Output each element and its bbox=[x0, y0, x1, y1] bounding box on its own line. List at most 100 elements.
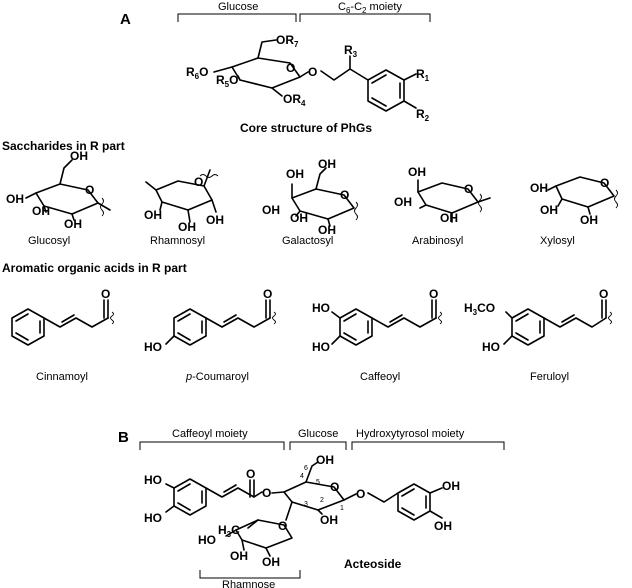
cinnamoyl-label: Cinnamoyl bbox=[36, 371, 88, 383]
svg-text:O: O bbox=[246, 467, 255, 481]
glucose-bracket-b: Glucose bbox=[289, 428, 347, 450]
galactosyl-label: Galactosyl bbox=[282, 235, 333, 247]
acteoside-structure: HO HO O O O OH OH 4 5 6 3 2 1 O OH OH bbox=[144, 453, 460, 569]
r6o-label: R6O bbox=[186, 65, 208, 81]
svg-text:O: O bbox=[262, 486, 271, 500]
glucose-bracket-label: Glucose bbox=[218, 1, 258, 13]
svg-text:OH: OH bbox=[434, 519, 452, 533]
svg-text:O: O bbox=[340, 188, 349, 202]
panel-a-letter: A bbox=[120, 11, 131, 28]
svg-text:O: O bbox=[101, 287, 110, 301]
svg-text:OH: OH bbox=[6, 192, 24, 206]
caffeoyl-moiety-bracket: Caffeoyl moiety bbox=[139, 428, 285, 450]
xylosyl-structure: OH OH OH O bbox=[530, 176, 618, 227]
svg-text:5: 5 bbox=[316, 479, 320, 486]
svg-text:OH: OH bbox=[316, 453, 334, 467]
svg-text:HO: HO bbox=[198, 533, 216, 547]
svg-text:Caffeoyl moiety: Caffeoyl moiety bbox=[172, 428, 248, 440]
r2-label: R2 bbox=[416, 107, 430, 123]
svg-text:HO: HO bbox=[312, 301, 330, 315]
svg-text:OH: OH bbox=[262, 555, 280, 569]
svg-text:OH: OH bbox=[144, 208, 162, 222]
acids-heading: Aromatic organic acids in R part bbox=[2, 261, 187, 275]
svg-text:OH: OH bbox=[178, 220, 196, 234]
svg-text:OH: OH bbox=[64, 217, 82, 231]
svg-text:O: O bbox=[599, 287, 608, 301]
acteoside-label: Acteoside bbox=[344, 557, 402, 571]
panel-b-letter: B bbox=[118, 429, 129, 446]
svg-text:O: O bbox=[278, 519, 287, 533]
glucosyl-structure: OH OH OH OH O bbox=[6, 149, 111, 231]
core-structure: OR7 R6O R5O OR4 O O R3 R1 R2 bbox=[186, 33, 430, 123]
rhamnosyl-structure: O OH OH OH bbox=[144, 169, 224, 234]
svg-text:OH: OH bbox=[408, 165, 426, 179]
feruloyl-structure: H3CO HO O bbox=[464, 287, 612, 354]
svg-text:OH: OH bbox=[206, 213, 224, 227]
svg-text:4: 4 bbox=[300, 473, 304, 480]
svg-text:O: O bbox=[600, 176, 609, 190]
saccharides-heading: Saccharides in R part bbox=[2, 139, 125, 153]
svg-text:3: 3 bbox=[304, 501, 308, 508]
ring-o-label: O bbox=[286, 61, 295, 75]
svg-text:HO: HO bbox=[482, 340, 500, 354]
svg-text:O: O bbox=[263, 287, 272, 301]
svg-text:H3C: H3C bbox=[218, 523, 240, 539]
r3-label: R3 bbox=[344, 43, 358, 59]
r5o-label: R5O bbox=[216, 73, 238, 89]
svg-text:O: O bbox=[429, 287, 438, 301]
svg-text:OH: OH bbox=[530, 181, 548, 195]
svg-text:1: 1 bbox=[340, 505, 344, 512]
rhamnose-bracket: Rhamnose bbox=[199, 570, 301, 588]
xylosyl-label: Xylosyl bbox=[540, 235, 575, 247]
svg-text:HO: HO bbox=[144, 340, 162, 354]
link-o-label: O bbox=[308, 65, 317, 79]
svg-text:O: O bbox=[356, 487, 365, 501]
r1-label: R1 bbox=[416, 67, 430, 83]
svg-text:OH: OH bbox=[262, 203, 280, 217]
svg-text:HO: HO bbox=[144, 473, 162, 487]
svg-text:HO: HO bbox=[312, 340, 330, 354]
caffeoyl-structure: HO HO O bbox=[312, 287, 442, 354]
svg-text:OH: OH bbox=[318, 157, 336, 171]
cinnamoyl-structure: O bbox=[11, 287, 114, 346]
arabinosyl-label: Arabinosyl bbox=[412, 235, 463, 247]
svg-text:HO: HO bbox=[144, 511, 162, 525]
svg-text:O: O bbox=[194, 175, 203, 189]
p-coumaroyl-label: p-Coumaroyl bbox=[185, 371, 249, 383]
c6c2-moiety-label: C6-C2 moiety bbox=[338, 1, 402, 15]
svg-text:H3CO: H3CO bbox=[464, 301, 495, 317]
core-structure-caption: Core structure of PhGs bbox=[240, 121, 372, 135]
svg-text:OH: OH bbox=[442, 479, 460, 493]
svg-text:OH: OH bbox=[320, 513, 338, 527]
svg-text:OH: OH bbox=[70, 149, 88, 163]
p-coumaroyl-structure: HO O bbox=[144, 287, 276, 354]
svg-text:O: O bbox=[330, 480, 339, 494]
svg-text:OH: OH bbox=[540, 203, 558, 217]
svg-text:OH: OH bbox=[290, 211, 308, 225]
glucose-bracket: Glucose bbox=[177, 1, 297, 22]
svg-text:O: O bbox=[85, 183, 94, 197]
hydroxytyrosol-moiety-bracket: Hydroxytyrosol moiety bbox=[351, 428, 505, 450]
feruloyl-label: Feruloyl bbox=[530, 371, 569, 383]
glucosyl-label: Glucosyl bbox=[28, 235, 70, 247]
svg-text:OH: OH bbox=[230, 549, 248, 563]
svg-text:OH: OH bbox=[318, 223, 336, 237]
svg-text:Rhamnose: Rhamnose bbox=[222, 579, 275, 588]
svg-text:OH: OH bbox=[440, 211, 458, 225]
svg-text:OH: OH bbox=[394, 195, 412, 209]
r7-label: OR7 bbox=[276, 33, 299, 49]
svg-text:O: O bbox=[464, 182, 473, 196]
caffeoyl-label: Caffeoyl bbox=[360, 371, 400, 383]
galactosyl-structure: OH OH OH OH OH O bbox=[262, 157, 358, 237]
svg-text:OH: OH bbox=[286, 167, 304, 181]
arabinosyl-structure: OH OH OH O bbox=[394, 165, 491, 225]
c6c2-moiety-bracket: C6-C2 moiety bbox=[299, 1, 431, 22]
rhamnosyl-label: Rhamnosyl bbox=[150, 235, 205, 247]
svg-text:OH: OH bbox=[580, 213, 598, 227]
svg-text:2: 2 bbox=[320, 497, 324, 504]
svg-text:Hydroxytyrosol moiety: Hydroxytyrosol moiety bbox=[356, 428, 465, 440]
svg-text:Glucose: Glucose bbox=[298, 428, 338, 440]
svg-text:OH: OH bbox=[32, 204, 50, 218]
svg-text:6: 6 bbox=[304, 465, 308, 472]
